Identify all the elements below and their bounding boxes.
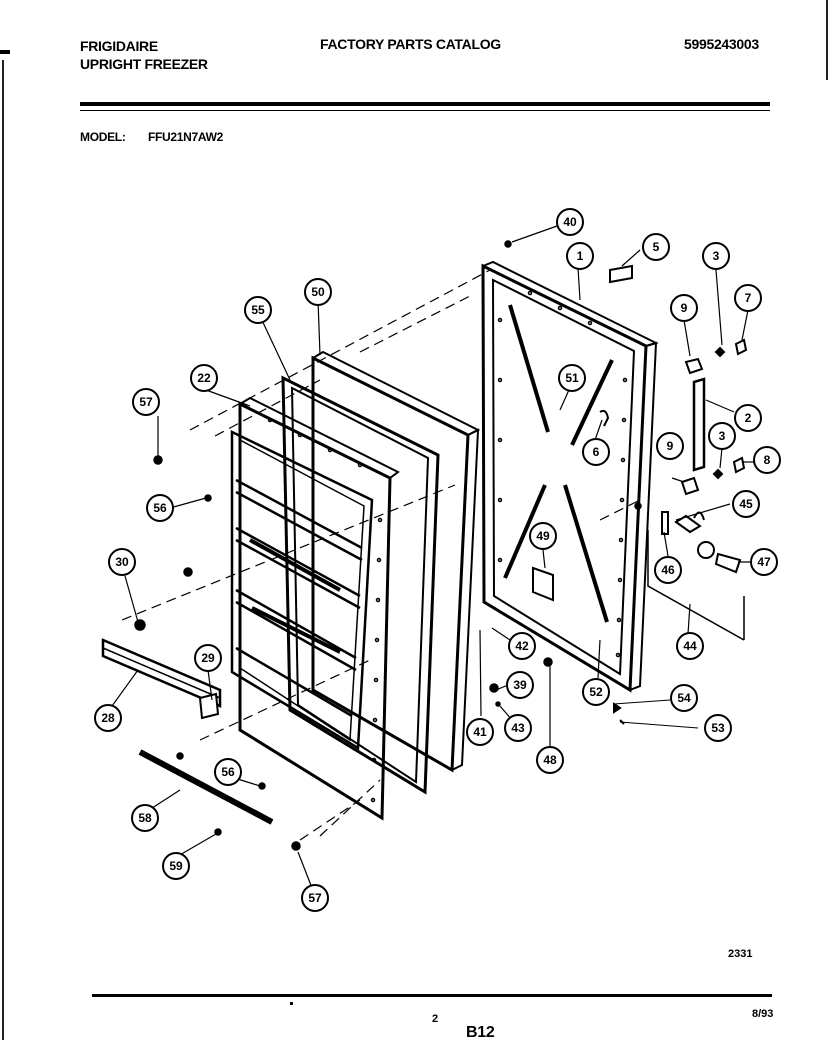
callout-label: 3 [713, 249, 720, 263]
callout-label: 9 [681, 301, 688, 315]
hinge-parts [609, 264, 748, 729]
callout-label: 30 [115, 555, 129, 569]
callout-label: 3 [719, 429, 726, 443]
callout-label: 43 [511, 721, 525, 735]
callout-label: 39 [513, 678, 527, 692]
callout-label: 9 [667, 439, 674, 453]
header-brand: FRIGIDAIRE [80, 38, 158, 54]
callout-label: 1 [577, 249, 584, 263]
callout-label: 6 [593, 445, 600, 459]
model-value: FFU21N7AW2 [148, 130, 224, 144]
scan-edge-line-right [826, 0, 828, 80]
projection-lines [121, 269, 641, 841]
footer-page: 2 [432, 1013, 439, 1025]
callout-labels: 40 1 5 3 7 9 2 3 8 9 45 47 46 44 51 6 49… [101, 215, 771, 905]
callout-label: 28 [101, 711, 115, 725]
callout-label: 41 [473, 725, 487, 739]
callout-label: 29 [201, 651, 215, 665]
footer-date: 8/93 [752, 1008, 774, 1020]
footer-rule [92, 994, 772, 997]
callout-label: 52 [589, 685, 603, 699]
callout-label: 56 [221, 765, 235, 779]
outer-door-panel [481, 260, 659, 693]
callout-label: 44 [683, 639, 697, 653]
header-rule-thin [80, 110, 770, 111]
header-product: UPRIGHT FREEZER [80, 56, 208, 72]
door-gasket [281, 350, 481, 795]
callout-label: 58 [138, 811, 152, 825]
footer-dot [290, 1002, 293, 1005]
scan-edge-line [2, 60, 4, 1040]
callout-label: 5 [653, 240, 660, 254]
callout-label: 49 [536, 529, 550, 543]
callout-label: 45 [739, 497, 753, 511]
header-rule-thick [80, 102, 770, 106]
callout-label: 46 [661, 563, 675, 577]
callout-label: 59 [169, 859, 183, 873]
callout-circles [94, 208, 781, 912]
callout-label: 55 [251, 303, 265, 317]
inner-liner [230, 396, 400, 821]
callout-label: 57 [308, 891, 322, 905]
callout-label: 22 [197, 371, 211, 385]
callout-label: 40 [563, 215, 577, 229]
footer-section: B12 [466, 1024, 495, 1041]
catalog-number: 5995243003 [684, 36, 759, 52]
callout-label: 7 [745, 291, 752, 305]
callout-label: 2 [745, 411, 752, 425]
callout-label: 47 [757, 555, 771, 569]
callout-label: 48 [543, 753, 557, 767]
callout-label: 54 [677, 691, 691, 705]
scan-edge-mark [0, 50, 10, 54]
callout-label: 56 [153, 501, 167, 515]
catalog-title: FACTORY PARTS CATALOG [320, 36, 501, 52]
callout-label: 50 [311, 285, 325, 299]
model-label: MODEL: [80, 130, 126, 144]
callout-label: 53 [711, 721, 725, 735]
callout-label: 8 [764, 453, 771, 467]
callout-label: 42 [515, 639, 529, 653]
callout-label: 51 [565, 371, 579, 385]
trim-strips [101, 638, 274, 825]
callout-label: 57 [139, 395, 153, 409]
footer-code: 2331 [728, 948, 753, 960]
